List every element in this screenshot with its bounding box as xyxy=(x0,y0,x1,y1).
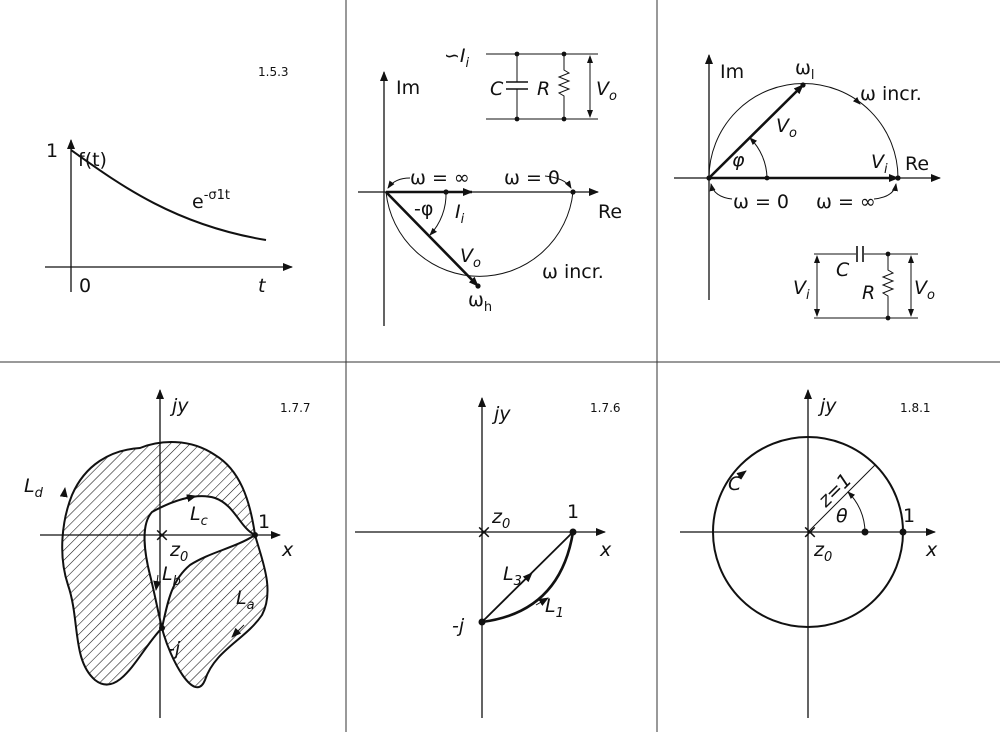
origin-marker: × xyxy=(476,521,492,543)
x-axis-label: t xyxy=(258,275,267,297)
figure-number: 1.7.6 xyxy=(590,401,621,415)
figure-number: 1.5.3 xyxy=(258,65,289,79)
input-label: Vi xyxy=(793,277,810,303)
w-inf-pointer xyxy=(873,183,898,200)
parallel-rc-circuit: ∽Ii C R Vo xyxy=(444,45,617,122)
minus-j-label: -j xyxy=(168,638,181,660)
re-label: Re xyxy=(905,153,929,175)
w-incr-label: ω incr. xyxy=(860,83,922,105)
l1-label: L1 xyxy=(545,595,564,621)
im-label: Im xyxy=(720,61,744,83)
locus-semicircle xyxy=(385,191,574,277)
radius-line xyxy=(807,464,876,533)
theta-label: θ xyxy=(836,505,848,527)
origin-label: 0 xyxy=(79,275,91,297)
lc-label: Lc xyxy=(190,503,208,529)
panel-contour-region: × jy x z0 1 -j Ld Lc Lb La xyxy=(24,389,294,718)
ld-label: Ld xyxy=(24,475,44,501)
capacitor-label: C xyxy=(490,78,504,100)
wl-label: ωl xyxy=(795,57,815,83)
w-zero-pointer xyxy=(709,183,733,200)
point xyxy=(570,189,576,195)
w-inf-label: ω = ∞ xyxy=(816,191,876,213)
theta-arc xyxy=(847,491,866,533)
phi-label: φ xyxy=(732,149,745,171)
panel-parallel-rc-locus: Im Re ω = ∞ ω = 0 -φ Ii Vo ω incr. ωh ∽I… xyxy=(358,45,622,326)
c-label: C xyxy=(728,473,742,495)
phi-arc xyxy=(429,191,447,236)
one-label: 1 xyxy=(258,511,270,533)
source-label: ∽Ii xyxy=(444,45,470,71)
la-label: La xyxy=(236,587,255,613)
panel-series-rc-locus: Im ωl ω incr. Vo φ Vi Re ω = 0 ω = ∞ Vi … xyxy=(674,54,941,321)
resistor-label: R xyxy=(537,78,550,100)
vo-phasor xyxy=(708,84,804,179)
panel-exponential-decay: f(t) 1 0 t e-σ1t xyxy=(45,139,293,297)
phi-arc xyxy=(749,137,768,179)
w-inf-label: ω = ∞ xyxy=(410,167,470,189)
im-label: Im xyxy=(396,77,420,99)
panel-unit-circle: × jy x z0 1 C z=1 θ xyxy=(680,389,938,718)
path-l1 xyxy=(481,531,575,624)
resistor-symbol xyxy=(557,54,571,119)
w-zero-pointer xyxy=(544,175,572,189)
w-zero-label: ω = 0 xyxy=(504,167,560,189)
w-zero-label: ω = 0 xyxy=(733,191,789,213)
x-label: x xyxy=(925,539,938,561)
y-tick-one: 1 xyxy=(46,140,58,162)
resistor-symbol xyxy=(881,254,895,318)
decay-curve xyxy=(70,149,267,241)
point-wl xyxy=(800,82,806,88)
z0-label: z0 xyxy=(813,539,832,565)
point-wh xyxy=(475,283,481,289)
re-label: Re xyxy=(598,201,622,223)
wh-label: ωh xyxy=(468,289,492,315)
l3-label: L3 xyxy=(503,563,522,589)
w-inf-pointer xyxy=(387,177,411,189)
one-label: 1 xyxy=(903,505,915,527)
figure-number: 1.8.1 xyxy=(900,401,931,415)
phi-label: -φ xyxy=(414,198,433,220)
output-label: Vo xyxy=(914,277,935,303)
panel-integration-paths: × jy x z0 1 -j L3 L1 xyxy=(355,397,612,718)
lb-label: Lb xyxy=(162,563,181,589)
vi-label: Vi xyxy=(871,151,888,177)
y-axis-label: f(t) xyxy=(78,149,107,171)
one-label: 1 xyxy=(567,501,579,523)
figure-number: 1.7.7 xyxy=(280,401,311,415)
series-rc-circuit: Vi C R Vo xyxy=(793,246,935,321)
vo-phasor xyxy=(385,191,479,287)
x-label: x xyxy=(281,539,294,561)
z0-label: z0 xyxy=(169,539,188,565)
z0-label: z0 xyxy=(491,506,510,532)
vo-label: Vo xyxy=(776,115,797,141)
curve-label: e-σ1t xyxy=(192,188,230,213)
origin-marker: × xyxy=(154,524,170,546)
origin-marker: × xyxy=(802,521,818,543)
capacitor-label: C xyxy=(836,259,850,281)
minus-j-label: -j xyxy=(452,615,465,637)
jy-label: jy xyxy=(817,395,837,417)
vo-label: Vo xyxy=(460,245,481,271)
w-incr-label: ω incr. xyxy=(542,261,604,283)
hatched-region xyxy=(61,441,269,689)
w-incr-arrow xyxy=(852,96,861,105)
ii-label: Ii xyxy=(455,201,465,227)
radius-label: z=1 xyxy=(813,469,856,512)
resistor-label: R xyxy=(862,282,875,304)
output-label: Vo xyxy=(596,78,617,104)
jy-label: jy xyxy=(169,395,189,417)
jy-label: jy xyxy=(491,403,511,425)
x-label: x xyxy=(599,539,612,561)
point xyxy=(443,189,449,195)
